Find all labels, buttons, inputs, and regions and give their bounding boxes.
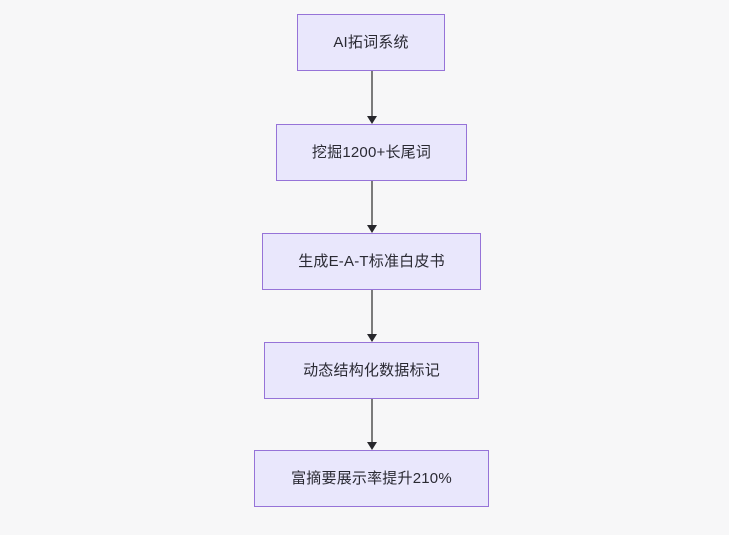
arrowhead-icon: [367, 334, 377, 342]
edge-line: [371, 71, 373, 117]
flow-node-label: 富摘要展示率提升210%: [291, 470, 452, 487]
flow-edge-1: [367, 71, 377, 124]
flow-node-longtail-mining[interactable]: 挖掘1200+长尾词: [276, 124, 467, 181]
flow-node-label: 动态结构化数据标记: [303, 362, 440, 379]
flow-node-label: 挖掘1200+长尾词: [311, 144, 432, 161]
edge-line: [371, 290, 373, 335]
flow-node-ai-keyword-system[interactable]: AI拓词系统: [297, 14, 445, 71]
flow-node-structured-data-markup[interactable]: 动态结构化数据标记: [264, 342, 479, 399]
flow-node-label: AI拓词系统: [333, 34, 409, 51]
arrowhead-icon: [367, 116, 377, 124]
arrowhead-icon: [367, 442, 377, 450]
flow-node-eat-whitepaper[interactable]: 生成E-A-T标准白皮书: [262, 233, 481, 290]
flow-edge-3: [367, 290, 377, 342]
flow-edge-4: [367, 399, 377, 450]
arrowhead-icon: [367, 225, 377, 233]
flow-node-label: 生成E-A-T标准白皮书: [298, 253, 445, 270]
edge-line: [371, 399, 373, 443]
flow-node-rich-snippet-result[interactable]: 富摘要展示率提升210%: [254, 450, 489, 507]
edge-line: [371, 181, 373, 226]
flow-edge-2: [367, 181, 377, 233]
